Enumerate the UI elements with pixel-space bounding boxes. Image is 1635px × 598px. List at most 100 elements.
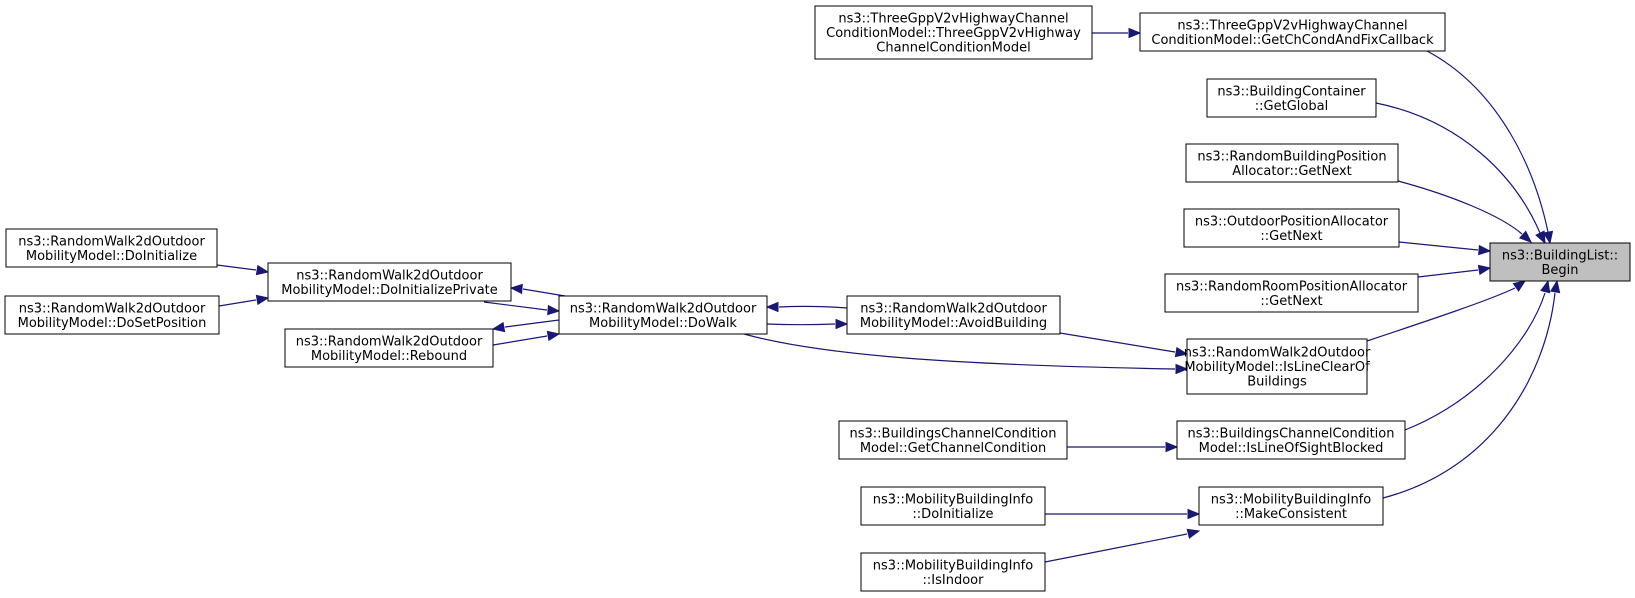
node-box xyxy=(860,552,1046,592)
arrowhead-icon xyxy=(255,294,270,306)
node-begin[interactable]: ns3::BuildingList::Begin xyxy=(1489,242,1631,282)
edge-bc_getglobal-to-begin xyxy=(1375,102,1546,245)
node-box xyxy=(846,295,1061,335)
node-box xyxy=(1164,273,1419,313)
edge-rw_dowalk-to-rw_doinitpriv xyxy=(509,283,566,297)
node-v2v_ctor[interactable]: ns3::ThreeGppV2vHighwayChannelConditionM… xyxy=(814,5,1093,60)
edge-line xyxy=(504,319,560,328)
node-rw_avoid[interactable]: ns3::RandomWalk2dOutdoorMobilityModel::A… xyxy=(846,295,1061,335)
node-box xyxy=(1198,486,1384,526)
node-bc_getglobal[interactable]: ns3::BuildingContainer::GetGlobal xyxy=(1206,78,1377,118)
node-label-line: Begin xyxy=(1541,263,1578,278)
node-box xyxy=(1186,338,1368,395)
edge-line xyxy=(1398,241,1479,251)
node-label-line: MobilityModel::AvoidBuilding xyxy=(860,316,1047,331)
node-rrpa_getnext[interactable]: ns3::RandomRoomPositionAllocator::GetNex… xyxy=(1164,273,1419,313)
node-label-line: ::MakeConsistent xyxy=(1235,507,1347,522)
node-label-line: MobilityModel::IsLineClearOf xyxy=(1184,360,1370,375)
edge-rw_dowalk-to-rw_islineclear xyxy=(743,333,1189,375)
edge-line xyxy=(766,323,836,326)
node-mbi_isindoor[interactable]: ns3::MobilityBuildingInfo::IsIndoor xyxy=(860,552,1046,592)
node-label-line: ns3::BuildingContainer xyxy=(1217,84,1366,99)
node-rw_doinit[interactable]: ns3::RandomWalk2dOutdoorMobilityModel::D… xyxy=(5,228,218,268)
node-box xyxy=(558,295,768,335)
edge-line xyxy=(743,333,1176,370)
edge-v2v_getchcond-to-begin xyxy=(1426,50,1554,245)
node-rw_dowalk[interactable]: ns3::RandomWalk2dOutdoorMobilityModel::D… xyxy=(558,295,768,335)
arrowhead-icon xyxy=(255,264,270,276)
node-rbpa_getnext[interactable]: ns3::RandomBuildingPositionAllocator::Ge… xyxy=(1185,143,1399,183)
edge-line xyxy=(522,288,566,297)
node-label-line: ::GetGlobal xyxy=(1255,99,1328,114)
node-label-line: ::GetNext xyxy=(1260,229,1322,244)
edge-line xyxy=(1044,533,1188,563)
arrowhead-icon xyxy=(1518,230,1532,243)
arrowhead-icon xyxy=(1186,528,1201,539)
arrowhead-icon xyxy=(765,301,779,313)
arrowhead-icon xyxy=(1174,346,1189,358)
node-box xyxy=(860,486,1046,526)
node-bcc_getcc[interactable]: ns3::BuildingsChannelConditionModel::Get… xyxy=(838,420,1068,460)
arrowhead-icon xyxy=(491,321,506,333)
arrowhead-icon xyxy=(1477,264,1492,276)
node-label-line: ns3::BuildingList:: xyxy=(1502,248,1618,263)
node-label-line: ns3::OutdoorPositionAllocator xyxy=(1195,214,1389,229)
edge-bcc_getcc-to-bcc_islos xyxy=(1067,441,1179,453)
edge-rw_dowalk-to-rw_avoid xyxy=(766,318,849,330)
arrowhead-icon xyxy=(1175,363,1189,375)
node-opa_getnext[interactable]: ns3::OutdoorPositionAllocator::GetNext xyxy=(1183,208,1400,248)
node-label-line: ns3::RandomWalk2dOutdoor xyxy=(860,301,1047,316)
node-label-line: ns3::RandomWalk2dOutdoor xyxy=(19,301,206,316)
node-label-line: MobilityModel::DoSetPosition xyxy=(18,316,207,331)
edge-mbi_doinit-to-mbi_makecons xyxy=(1045,508,1201,520)
node-label-line: ns3::ThreeGppV2vHighwayChannel xyxy=(838,12,1068,27)
node-box xyxy=(4,295,220,335)
arrowhead-icon xyxy=(1478,244,1492,256)
node-rw_rebound[interactable]: ns3::RandomWalk2dOutdoorMobilityModel::R… xyxy=(284,328,494,368)
edge-rw_doinit-to-rw_doinitpriv xyxy=(216,264,270,276)
arrowhead-icon xyxy=(1187,508,1201,520)
edge-line xyxy=(1059,332,1176,353)
edge-rw_dowalk-to-rw_rebound xyxy=(491,319,560,333)
node-label-line: ns3::RandomBuildingPosition xyxy=(1197,149,1386,164)
node-rw_islineclear[interactable]: ns3::RandomWalk2dOutdoorMobilityModel::I… xyxy=(1184,338,1371,395)
arrowhead-icon xyxy=(1165,441,1179,453)
edge-rw_islineclear-to-begin xyxy=(1366,280,1527,342)
node-bcc_islos[interactable]: ns3::BuildingsChannelConditionModel::IsL… xyxy=(1176,420,1406,460)
node-box xyxy=(1206,78,1377,118)
node-label-line: MobilityModel::DoInitializePrivate xyxy=(281,283,498,298)
edges-layer xyxy=(216,27,1561,563)
edge-rbpa_getnext-to-begin xyxy=(1397,180,1532,243)
node-label-line: MobilityModel::DoInitialize xyxy=(26,249,197,264)
node-box xyxy=(838,420,1068,460)
node-mbi_doinit[interactable]: ns3::MobilityBuildingInfo::DoInitialize xyxy=(860,486,1046,526)
edge-line xyxy=(1382,292,1556,499)
nodes-layer: ns3::BuildingList::Begin ns3::ThreeGppV2v… xyxy=(4,5,1631,592)
arrowhead-icon xyxy=(509,283,523,295)
node-label-line: ConditionModel::ThreeGppV2vHighway xyxy=(826,26,1081,41)
arrowhead-icon xyxy=(1512,280,1527,292)
node-mbi_makecons[interactable]: ns3::MobilityBuildingInfo::MakeConsisten… xyxy=(1198,486,1384,526)
node-label-line: Model::IsLineOfSightBlocked xyxy=(1199,441,1384,456)
edge-rw_avoid-to-rw_islineclear xyxy=(1059,332,1189,358)
arrowhead-icon xyxy=(1128,27,1142,39)
arrowhead-icon xyxy=(547,304,561,316)
node-v2v_getchcond[interactable]: ns3::ThreeGppV2vHighwayChannelConditionM… xyxy=(1139,12,1446,52)
node-rw_doinitpriv[interactable]: ns3::RandomWalk2dOutdoorMobilityModel::D… xyxy=(267,262,512,302)
edge-line xyxy=(778,305,848,309)
edge-v2v_ctor-to-v2v_getchcond xyxy=(1092,27,1142,39)
node-label-line: ns3::RandomWalk2dOutdoor xyxy=(18,234,205,249)
node-box xyxy=(1139,12,1446,52)
arrowhead-icon xyxy=(1542,230,1554,245)
edge-mbi_isindoor-to-mbi_makecons xyxy=(1044,528,1201,563)
node-box xyxy=(267,262,512,302)
node-rw_dosetpos[interactable]: ns3::RandomWalk2dOutdoorMobilityModel::D… xyxy=(4,295,220,335)
arrowhead-icon xyxy=(1535,230,1546,245)
edge-mbi_makecons-to-begin xyxy=(1382,279,1561,499)
edge-opa_getnext-to-begin xyxy=(1398,241,1492,256)
node-label-line: ::DoInitialize xyxy=(912,507,993,522)
edge-line xyxy=(218,299,257,307)
arrowhead-icon xyxy=(546,330,561,342)
node-label-line: Model::GetChannelCondition xyxy=(860,441,1046,456)
